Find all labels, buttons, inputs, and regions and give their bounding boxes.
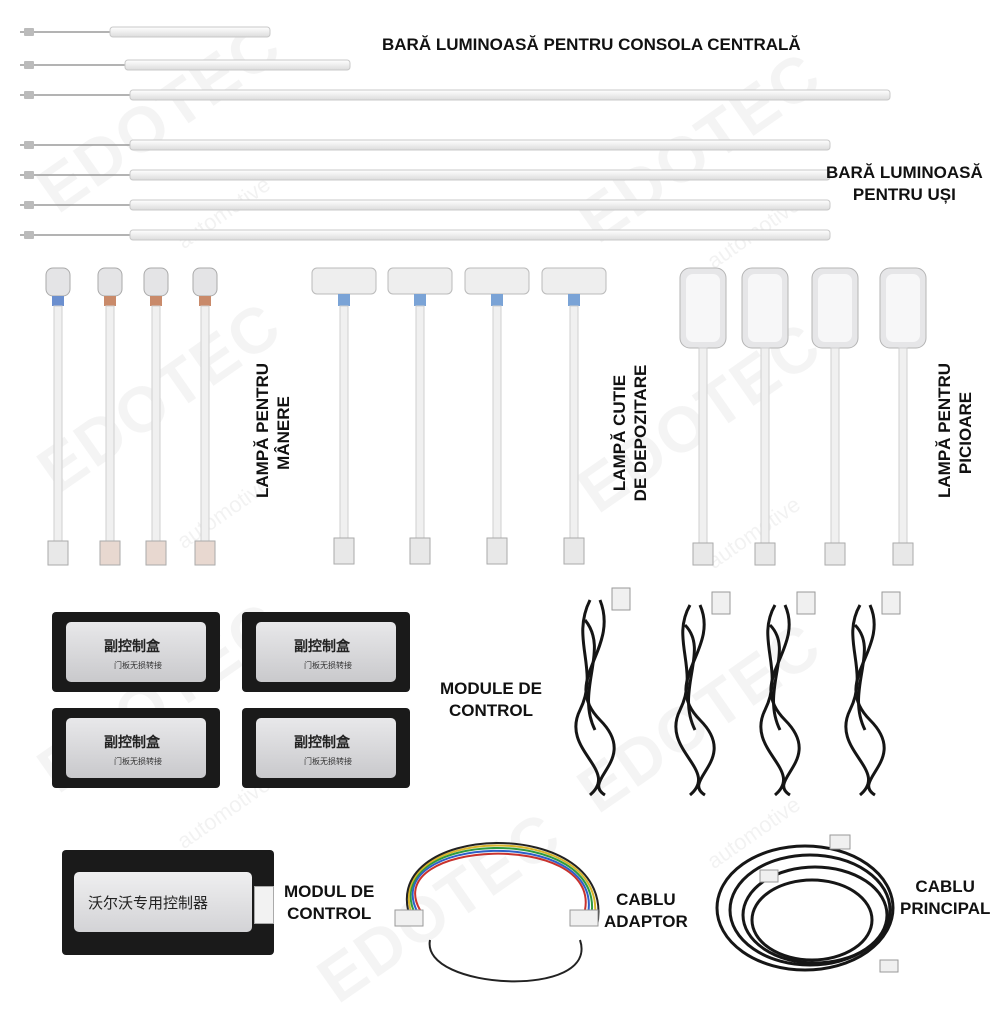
module-label-plate: 副控制盒 门板无损转接 bbox=[66, 622, 206, 682]
label-main-cable-line2: PRINCIPAL bbox=[900, 899, 991, 918]
door-harness bbox=[759, 591, 816, 797]
label-foot-lamp-line1: LAMPĂ PENTRU bbox=[935, 362, 954, 498]
label-door-bar-line1: BARĂ LUMINOASĂ bbox=[826, 163, 983, 182]
module-label-plate: 副控制盒 门板无损转接 bbox=[66, 718, 206, 778]
label-adapter-cable: CABLU ADAPTOR bbox=[604, 889, 688, 933]
foot-lamp bbox=[679, 267, 727, 566]
storage-lamp bbox=[311, 267, 377, 565]
label-center-console-bar: BARĂ LUMINOASĂ PENTRU CONSOLA CENTRALĂ bbox=[382, 35, 801, 54]
controller-label-plate: 沃尔沃专用控制器 bbox=[74, 872, 252, 932]
label-foot-lamp-line2: PICIOARE bbox=[956, 391, 975, 475]
foot-lamp bbox=[811, 267, 859, 566]
label-main-cable: CABLU PRINCIPAL bbox=[900, 876, 990, 920]
module-subtitle: 门板无损转接 bbox=[114, 661, 162, 670]
center-console-strip bbox=[20, 89, 891, 101]
label-handle-lamp-line2: MÂNERE bbox=[274, 396, 293, 470]
label-storage-lamp-line2: DE DEPOZITARE bbox=[631, 364, 650, 502]
label-adapter-cable-line1: CABLU bbox=[616, 890, 676, 909]
controller-connector bbox=[254, 886, 274, 924]
module-subtitle: 门板无损转接 bbox=[304, 757, 352, 766]
foot-lamp bbox=[879, 267, 927, 566]
label-handle-lamp-line1: LAMPĂ PENTRU bbox=[253, 362, 272, 498]
lamps-row bbox=[45, 267, 927, 566]
center-console-strip bbox=[20, 26, 271, 38]
door-harness bbox=[674, 591, 731, 797]
sub-control-module: 副控制盒 门板无损转接 bbox=[242, 612, 410, 692]
handle-lamp bbox=[97, 267, 123, 566]
module-title: 副控制盒 bbox=[104, 638, 160, 654]
module-title: 副控制盒 bbox=[294, 638, 350, 654]
cables bbox=[394, 587, 901, 983]
label-door-bar: BARĂ LUMINOASĂ PENTRU UȘI bbox=[826, 162, 983, 206]
main-controller-module: 沃尔沃专用控制器 bbox=[62, 850, 274, 955]
handle-lamp bbox=[143, 267, 169, 566]
label-foot-lamp: LAMPĂ PENTRU PICIOARE bbox=[934, 362, 976, 498]
sub-control-module: 副控制盒 门板无损转接 bbox=[242, 708, 410, 788]
adapter-cable bbox=[394, 842, 600, 983]
label-control-modules: MODULE DE CONTROL bbox=[440, 678, 542, 722]
label-handle-lamp: LAMPĂ PENTRU MÂNERE bbox=[252, 362, 294, 498]
label-storage-lamp: LAMPĂ CUTIE DE DEPOZITARE bbox=[609, 358, 651, 508]
label-control-module-line2: CONTROL bbox=[287, 904, 372, 923]
door-harness bbox=[574, 587, 631, 797]
label-control-modules-line1: MODULE DE bbox=[440, 679, 542, 698]
sub-control-module: 副控制盒 门板无损转接 bbox=[52, 708, 220, 788]
center-console-strip bbox=[20, 59, 351, 71]
label-control-modules-line2: CONTROL bbox=[448, 701, 534, 720]
door-strip bbox=[20, 139, 831, 151]
door-strip bbox=[20, 169, 831, 181]
label-adapter-cable-line2: ADAPTOR bbox=[604, 912, 688, 931]
module-title: 副控制盒 bbox=[104, 734, 160, 750]
door-harness bbox=[844, 591, 901, 797]
label-storage-lamp-line1: LAMPĂ CUTIE bbox=[610, 374, 629, 492]
label-control-module: MODUL DE CONTROL bbox=[284, 881, 374, 925]
module-subtitle: 门板无损转接 bbox=[304, 661, 352, 670]
storage-lamp bbox=[464, 267, 530, 565]
handle-lamp bbox=[192, 267, 218, 566]
storage-lamp bbox=[541, 267, 607, 565]
door-strip bbox=[20, 199, 831, 211]
storage-lamp bbox=[387, 267, 453, 565]
light-strips bbox=[20, 26, 891, 241]
label-main-cable-line1: CABLU bbox=[915, 877, 975, 896]
door-strip bbox=[20, 229, 831, 241]
sub-control-module: 副控制盒 门板无损转接 bbox=[52, 612, 220, 692]
main-cable bbox=[715, 834, 899, 973]
module-title: 副控制盒 bbox=[294, 734, 350, 750]
label-control-module-line1: MODUL DE bbox=[284, 882, 375, 901]
module-subtitle: 门板无损转接 bbox=[114, 757, 162, 766]
foot-lamp bbox=[741, 267, 789, 566]
label-door-bar-line2: PENTRU UȘI bbox=[852, 185, 956, 204]
handle-lamp bbox=[45, 267, 71, 566]
controller-title: 沃尔沃专用控制器 bbox=[88, 895, 209, 912]
module-label-plate: 副控制盒 门板无损转接 bbox=[256, 622, 396, 682]
module-label-plate: 副控制盒 门板无损转接 bbox=[256, 718, 396, 778]
